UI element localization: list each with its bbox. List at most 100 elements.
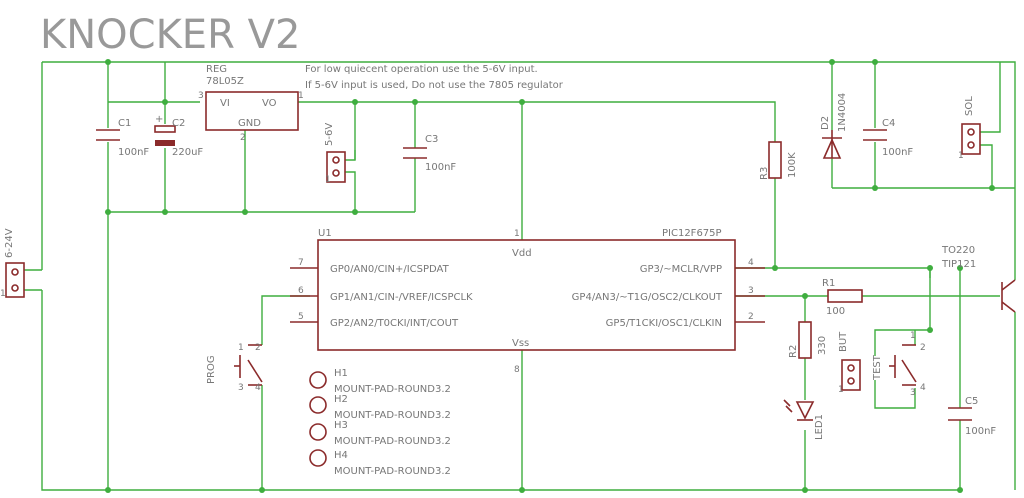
- svg-text:TO220: TO220: [941, 245, 975, 256]
- svg-text:SOL: SOL: [964, 96, 975, 116]
- reg-value: 78L05Z: [206, 76, 244, 87]
- svg-text:4: 4: [255, 383, 261, 393]
- svg-text:2: 2: [920, 343, 926, 353]
- capacitor-c2: + C2 220uF: [154, 114, 203, 158]
- svg-text:R2: R2: [788, 345, 799, 358]
- svg-text:1N4004: 1N4004: [837, 93, 848, 132]
- svg-text:C4: C4: [882, 118, 895, 129]
- capacitor-c3: C3 100nF: [403, 134, 456, 173]
- svg-text:3: 3: [198, 91, 204, 101]
- svg-text:GP4/AN3/~T1G/OSC2/CLKOUT: GP4/AN3/~T1G/OSC2/CLKOUT: [572, 292, 723, 303]
- svg-text:MOUNT-PAD-ROUND3.2: MOUNT-PAD-ROUND3.2: [334, 384, 451, 395]
- junction-dots: [105, 59, 995, 493]
- svg-text:GP0/AN0/CIN+/ICSPDAT: GP0/AN0/CIN+/ICSPDAT: [330, 264, 450, 275]
- capacitor-c5: C5 100nF: [948, 396, 996, 437]
- svg-text:4: 4: [748, 258, 754, 268]
- microcontroller-u1: U1 PIC12F675P Vdd Vss 1 8 7 6 5 GP0/AN0/…: [290, 228, 765, 375]
- solenoid-connector: SOL 1: [958, 96, 981, 161]
- svg-text:GP1/AN1/CIN-/VREF/ICSPCLK: GP1/AN1/CIN-/VREF/ICSPCLK: [330, 292, 473, 303]
- transistor-tip121: TO220 TIP121: [941, 245, 1016, 313]
- resistor-r2: R2 330: [788, 321, 828, 359]
- svg-text:VI: VI: [220, 98, 230, 109]
- svg-text:3: 3: [910, 388, 916, 398]
- svg-text:100: 100: [826, 306, 845, 317]
- svg-text:2: 2: [748, 312, 754, 322]
- svg-text:5: 5: [298, 312, 304, 322]
- c1-value: 100nF: [118, 147, 149, 158]
- resistor-r1: R1 100: [822, 278, 863, 317]
- svg-text:GP3/~MCLR/VPP: GP3/~MCLR/VPP: [640, 264, 722, 275]
- svg-text:C3: C3: [425, 134, 438, 145]
- u1-ref: U1: [318, 228, 332, 239]
- svg-text:C5: C5: [965, 396, 978, 407]
- svg-text:1: 1: [958, 151, 964, 161]
- svg-text:LED1: LED1: [814, 414, 825, 440]
- svg-text:MOUNT-PAD-ROUND3.2: MOUNT-PAD-ROUND3.2: [334, 410, 451, 421]
- svg-text:R3: R3: [759, 167, 770, 180]
- svg-text:6: 6: [298, 286, 304, 296]
- c2-value: 220uF: [172, 147, 203, 158]
- svg-text:D2: D2: [820, 116, 831, 130]
- svg-text:100nF: 100nF: [425, 162, 456, 173]
- svg-text:1: 1: [910, 331, 916, 341]
- svg-text:2: 2: [255, 343, 261, 353]
- svg-text:1: 1: [238, 343, 244, 353]
- svg-text:GP2/AN2/T0CKI/INT/COUT: GP2/AN2/T0CKI/INT/COUT: [330, 318, 459, 329]
- led1: LED1: [783, 399, 825, 440]
- svg-text:+: +: [155, 114, 163, 125]
- input-connector-6-24v: 6-24V 1: [0, 228, 25, 299]
- diode-d2: D2 1N4004: [820, 93, 848, 159]
- svg-text:100K: 100K: [787, 152, 798, 178]
- regulator-78l05z: REG 78L05Z VI VO GND 3 1 2: [198, 64, 304, 143]
- svg-text:2: 2: [240, 133, 246, 143]
- svg-text:3: 3: [748, 286, 754, 296]
- svg-text:1: 1: [838, 385, 844, 395]
- svg-text:7: 7: [298, 258, 304, 268]
- switch-test: TEST 1 2 3 4: [872, 331, 926, 398]
- svg-text:1: 1: [0, 289, 6, 299]
- svg-text:MOUNT-PAD-ROUND3.2: MOUNT-PAD-ROUND3.2: [334, 466, 451, 477]
- svg-text:1: 1: [514, 229, 520, 239]
- capacitor-c4: C4 100nF: [863, 118, 913, 158]
- c1-ref: C1: [118, 118, 131, 129]
- svg-text:1: 1: [298, 91, 304, 101]
- svg-text:1: 1: [325, 175, 331, 185]
- button-connector: BUT 1: [838, 331, 861, 395]
- input-connector-5-6v: 5-6V 1: [324, 123, 346, 185]
- u1-value: PIC12F675P: [662, 228, 722, 239]
- svg-text:H4: H4: [334, 450, 348, 461]
- svg-text:TEST: TEST: [872, 354, 883, 381]
- svg-text:8: 8: [514, 365, 520, 375]
- capacitor-c1: C1 100nF: [96, 118, 149, 158]
- svg-text:Vdd: Vdd: [512, 248, 532, 259]
- svg-text:BUT: BUT: [838, 331, 849, 352]
- note-line-1: For low quiecent operation use the 5-6V …: [305, 64, 538, 75]
- mount-pads: H1 MOUNT-PAD-ROUND3.2 H2 MOUNT-PAD-ROUND…: [309, 368, 451, 477]
- svg-text:H1: H1: [334, 368, 348, 379]
- resistor-r3: R3 100K: [759, 141, 798, 180]
- wires: [24, 61, 1016, 491]
- svg-text:GND: GND: [238, 118, 261, 129]
- svg-text:330: 330: [817, 336, 828, 355]
- svg-text:GP5/T1CKI/OSC1/CLKIN: GP5/T1CKI/OSC1/CLKIN: [606, 318, 722, 329]
- svg-text:H2: H2: [334, 394, 348, 405]
- svg-text:H3: H3: [334, 420, 348, 431]
- svg-text:TIP121: TIP121: [941, 259, 976, 270]
- svg-text:5-6V: 5-6V: [324, 123, 335, 146]
- note-line-2: If 5-6V input is used, Do not use the 78…: [305, 80, 564, 91]
- switch-prog: PROG 1 2 3 4: [206, 343, 263, 393]
- svg-text:MOUNT-PAD-ROUND3.2: MOUNT-PAD-ROUND3.2: [334, 436, 451, 447]
- svg-text:PROG: PROG: [206, 355, 217, 384]
- schematic-title: KNOCKER V2: [40, 12, 300, 58]
- svg-text:4: 4: [920, 383, 926, 393]
- svg-text:Vss: Vss: [512, 338, 529, 349]
- reg-ref: REG: [206, 64, 227, 75]
- c2-ref: C2: [172, 118, 185, 129]
- svg-text:3: 3: [238, 383, 244, 393]
- input-6-24v-label: 6-24V: [4, 228, 15, 258]
- svg-text:100nF: 100nF: [965, 426, 996, 437]
- svg-text:100nF: 100nF: [882, 147, 913, 158]
- svg-text:VO: VO: [262, 98, 277, 109]
- svg-text:R1: R1: [822, 278, 835, 289]
